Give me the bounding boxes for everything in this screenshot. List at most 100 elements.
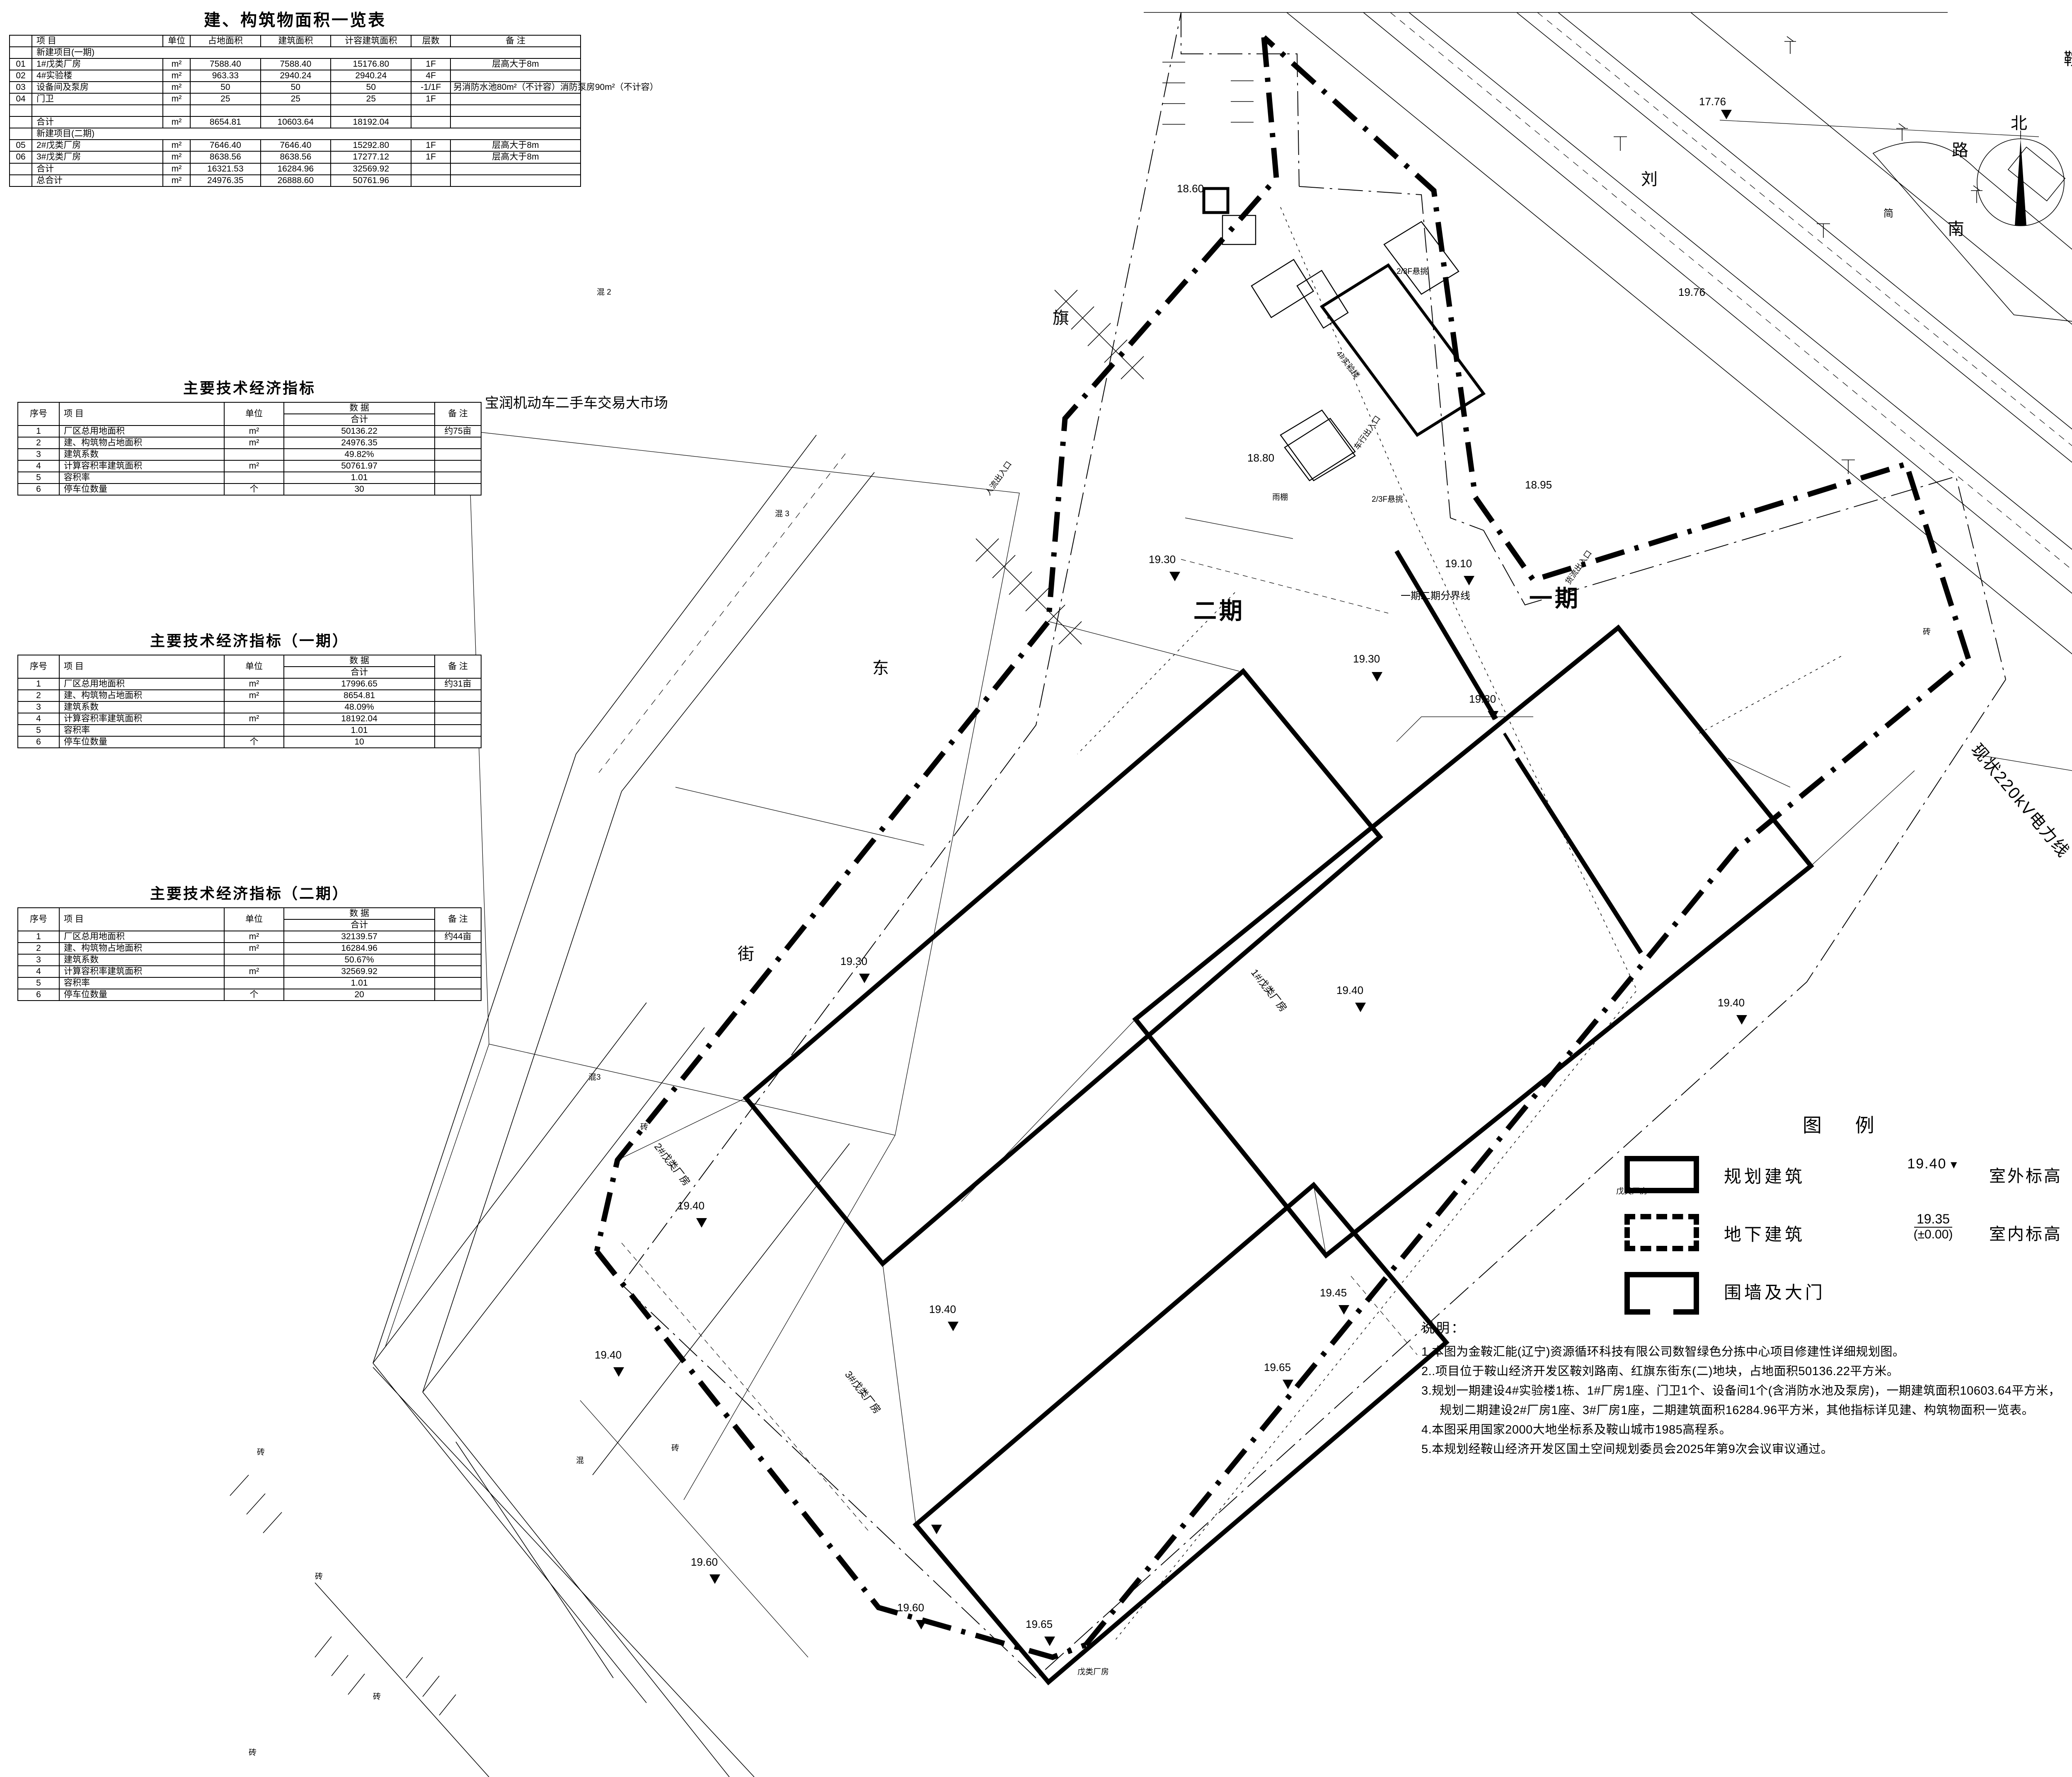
- plan-label-road-an: 鞍: [2064, 46, 2072, 70]
- plan-label-mix-3: 混3: [588, 1073, 601, 1082]
- plan-label-mix-4: 混: [576, 1456, 584, 1465]
- site-boundary: [621, 12, 2006, 1678]
- plan-label-phase2: 二期: [1193, 598, 1245, 624]
- elevation-label: 19.30: [1149, 553, 1176, 566]
- plan-label-brick-3: 砖: [671, 1444, 680, 1453]
- elevation-label: 19.40: [595, 1349, 622, 1361]
- elevation-value: 19.40: [1907, 1156, 1947, 1172]
- notes-block: 说明： 1.本图为金鞍汇能(辽宁)资源循环科技有限公司数智绿色分拣中心项目修建性…: [1421, 1318, 2072, 1459]
- note-line: 5.本规划经鞍山经济开发区国土空间规划委员会2025年第9次会议审议通过。: [1421, 1442, 1833, 1456]
- legend-row-underground-building: 地下建筑 19.35 (±0.00) 室内标高: [1558, 1211, 2072, 1260]
- indicators-total-title: 主要技术经济指标: [183, 380, 316, 397]
- legend-title: 图 例: [1803, 1115, 1888, 1136]
- plan-label-brick-6: 砖: [249, 1748, 257, 1757]
- plan-label-factory-type-2: 戊类厂房: [1077, 1668, 1109, 1676]
- note-line: 4.本图采用国家2000大地坐标系及鞍山城市1985高程系。: [1421, 1423, 1732, 1436]
- elevation-value: 19.35: [1914, 1211, 1953, 1228]
- plan-label-phase-boundary: 一期二期分界线: [1401, 590, 1470, 602]
- elevation-label: 19.65: [1026, 1618, 1053, 1630]
- wall-gate-icon: [1624, 1272, 1699, 1315]
- elevation-label: 18.60: [1177, 182, 1204, 195]
- legend-row-wall-gate: 围墙及大门: [1558, 1272, 2072, 1318]
- table-header-subrow: 合计: [18, 666, 481, 679]
- elevation-label: 19.60: [691, 1556, 718, 1568]
- plan-label-road-jian: 简: [1883, 208, 1893, 219]
- table-header-row: 序号 项 目 单位 数 据 备 注: [17, 654, 482, 679]
- legend-row-planned-building: 规划建筑 19.40 ▼ 室外标高: [1558, 1156, 2072, 1202]
- plan-label-overhang-1: 2/3F悬挑: [1397, 267, 1428, 276]
- plan-label-canopy: 雨棚: [1272, 493, 1288, 502]
- elevation-datum: (±0.00): [1913, 1228, 1953, 1241]
- indicators-phase1-title: 主要技术经济指标（一期）: [150, 632, 349, 649]
- legend: 图 例 规划建筑 19.40 ▼ 室外标高 地下建筑 19.35 (±0.00)…: [1558, 1115, 2072, 1315]
- plan-label-road-liu: 刘: [1641, 170, 1659, 189]
- elevation-markers: [613, 110, 1747, 1646]
- plan-label-north: 北: [2011, 114, 2028, 133]
- plan-label-mix-1: 混 2: [597, 288, 611, 297]
- indoor-elevation-icon: 19.35 (±0.00): [1886, 1211, 1981, 1242]
- legend-label: 围墙及大门: [1724, 1283, 1826, 1302]
- note-line: 1.本图为金鞍汇能(辽宁)资源循环科技有限公司数智绿色分拣中心项目修建性详细规划…: [1421, 1345, 1905, 1359]
- legend-label: 规划建筑: [1724, 1167, 1806, 1186]
- north-arrow: [1977, 131, 2065, 226]
- outdoor-elevation-icon: 19.40 ▼: [1886, 1156, 1981, 1172]
- plan-label-neighbor-market: 宝润机动车二手车交易大市场: [485, 395, 668, 411]
- elevation-label: 19.10: [1445, 557, 1472, 570]
- triangle-down-icon: ▼: [1948, 1158, 1959, 1171]
- legend-label: 室外标高: [1989, 1167, 2062, 1185]
- plan-label-road-street: 街: [738, 945, 755, 963]
- plan-label-brick-5: 砖: [373, 1692, 381, 1701]
- elevation-label: 19.60: [897, 1601, 925, 1614]
- elevation-label: 19.40: [1718, 996, 1745, 1009]
- elevation-label: 19.40: [929, 1303, 956, 1315]
- area-schedule-table: 建、构筑物面积一览表 项 目 单位 占地面积 建筑面积 计容建筑面积 层数 备 …: [9, 3, 658, 187]
- parking-stalls: [230, 62, 1254, 1716]
- elevation-label: 19.30: [1353, 653, 1380, 665]
- elevation-label: 17.76: [1699, 95, 1726, 108]
- plan-label-overhang-2: 2/3F悬挑: [1372, 495, 1404, 504]
- plan-label-brick-7: 砖: [315, 1572, 323, 1581]
- indicators-phase2-title: 主要技术经济指标（二期）: [150, 885, 349, 902]
- plan-label-brick-2: 砖: [1923, 628, 1931, 636]
- table-header-row: 序号 项 目 单位 数 据 备 注: [17, 401, 482, 426]
- elevation-label: 19.65: [1264, 1361, 1291, 1373]
- internal-roads: [621, 207, 1844, 1641]
- table-header-subrow: 合计: [18, 413, 481, 426]
- section-row-phase2: 新建项目(二期): [9, 128, 581, 140]
- elevation-label: 19.30: [840, 955, 868, 967]
- phase2-buildings: [743, 668, 1450, 1685]
- plan-label-road-nan: 南: [1948, 220, 1965, 238]
- underground-building-icon: [1624, 1214, 1699, 1251]
- phase1-buildings: [1132, 187, 1814, 1259]
- table-header-row: 项 目 单位 占地面积 建筑面积 计容建筑面积 层数 备 注: [9, 34, 581, 48]
- table-row-blank: [9, 104, 581, 117]
- note-line: 2..项目位于鞍山经济开发区鞍刘路南、红旗东街东(二)地块，占地面积50136.…: [1421, 1364, 1899, 1378]
- plan-label-brick-1: 砖: [640, 1123, 649, 1131]
- enclosure-wall: [594, 35, 1971, 1660]
